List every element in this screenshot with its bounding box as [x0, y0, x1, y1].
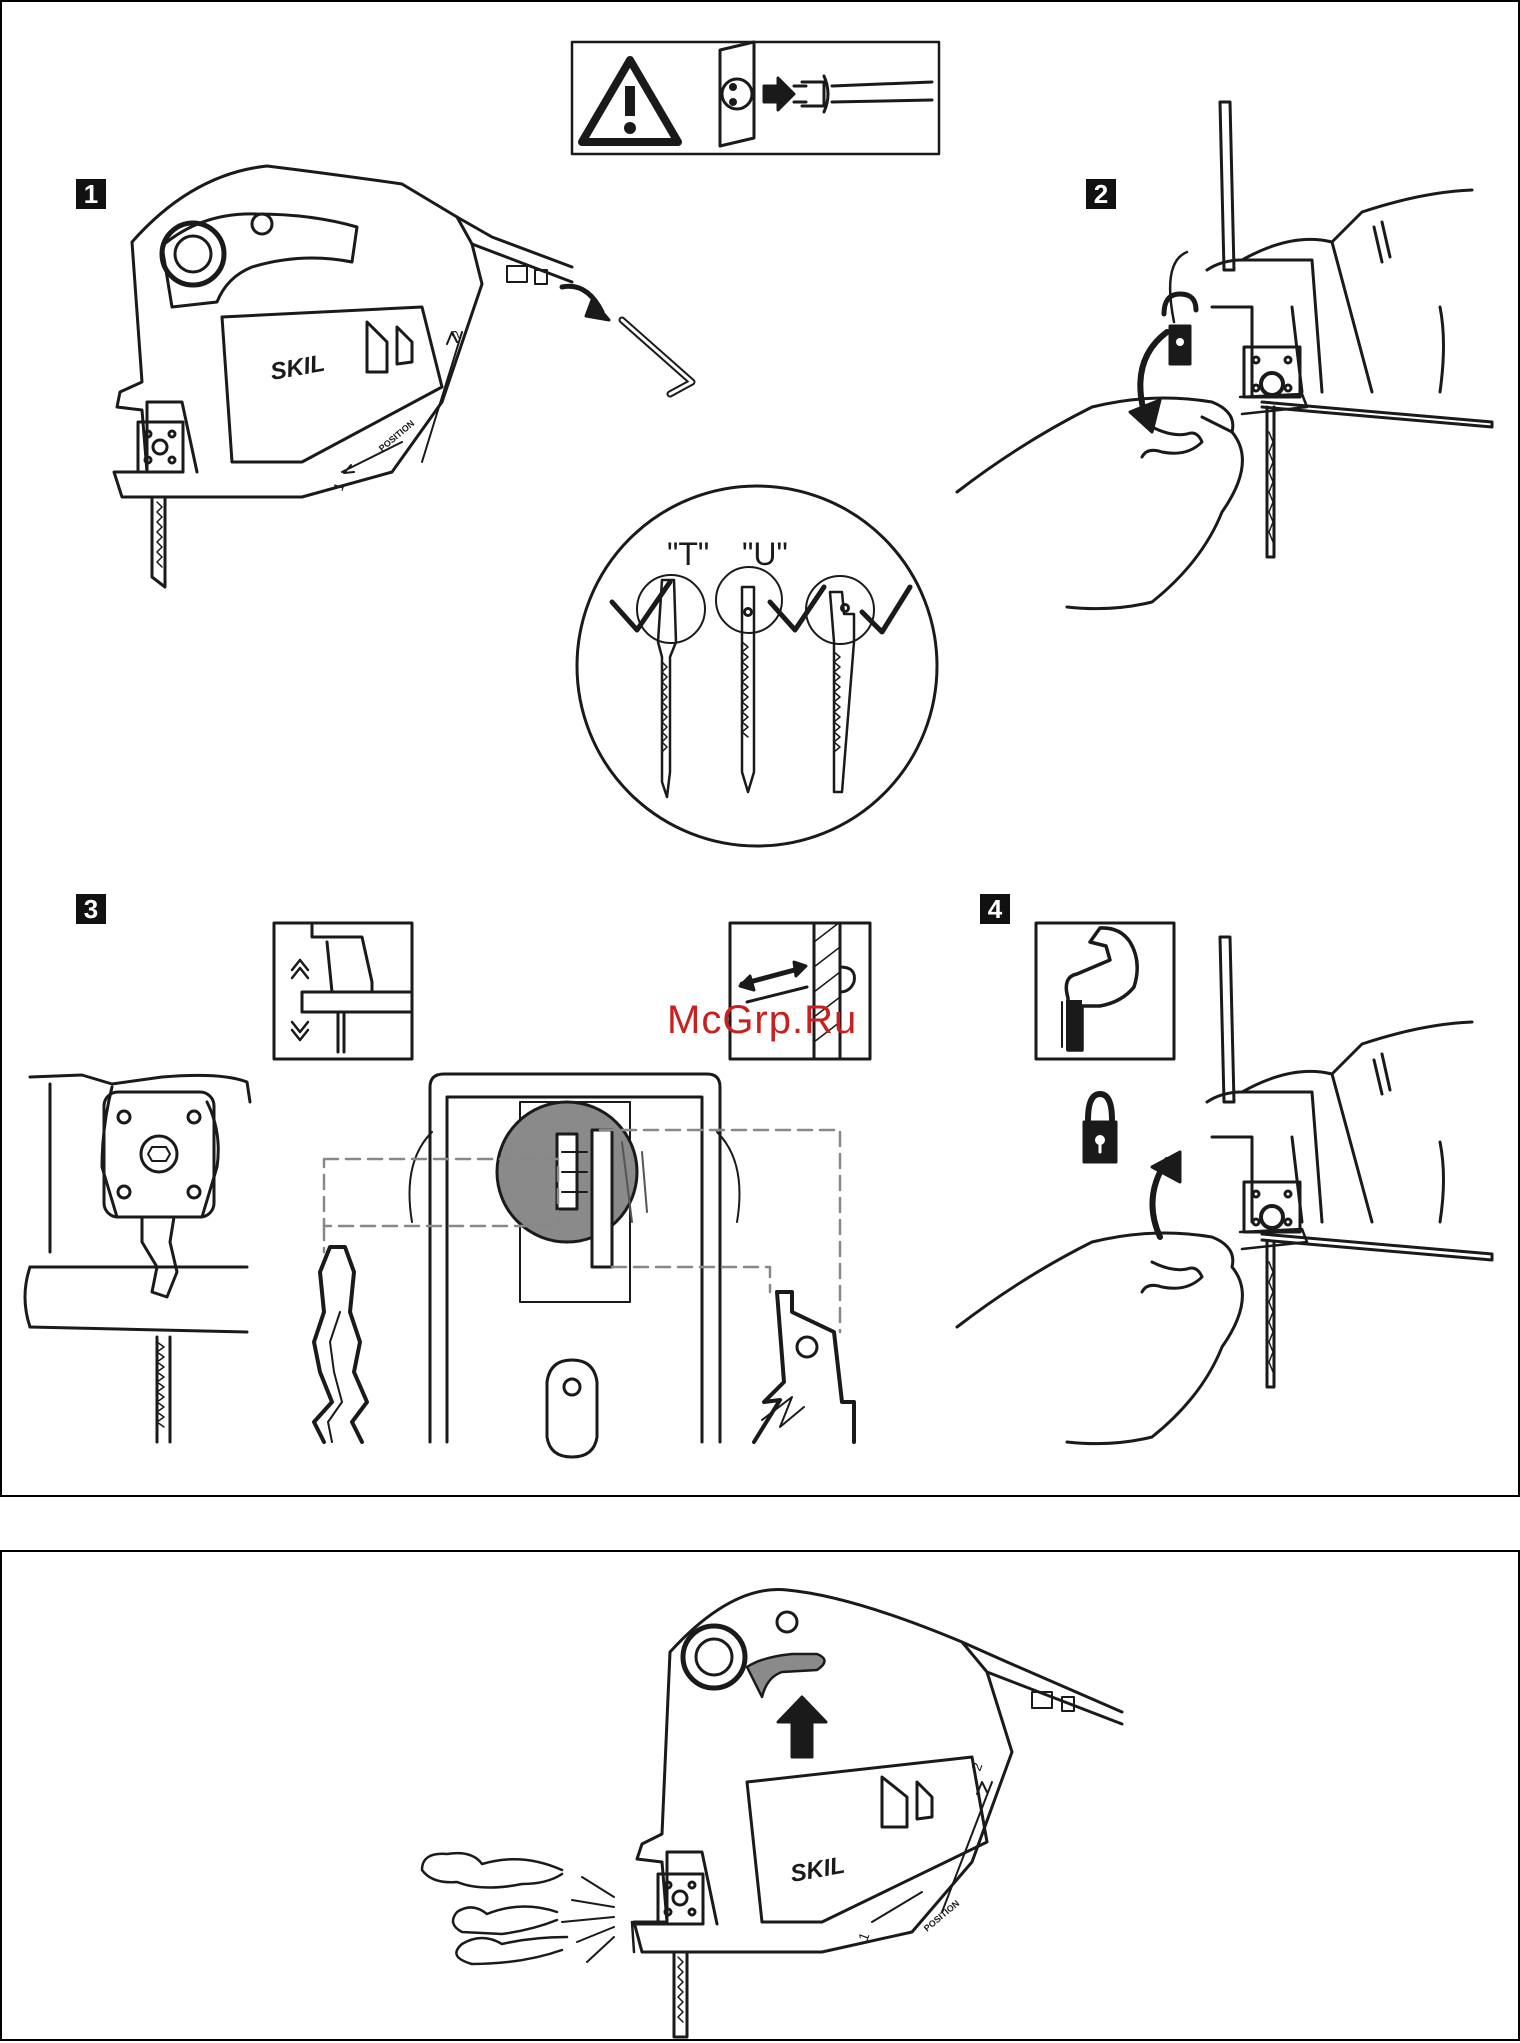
unlock-icon — [1164, 294, 1196, 364]
blade-types-circle: "T" "U" — [577, 486, 937, 846]
jigsaw-drawing-step1 — [114, 166, 692, 587]
jigsaw-drawing-step2 — [957, 102, 1492, 609]
scale-label-1-bottom: 1 — [855, 1930, 873, 1943]
unplug-icon — [720, 42, 932, 146]
instruction-panel-top: 1 2 3 4 — [0, 0, 1520, 1497]
brand-logo: SKIL — [268, 350, 327, 386]
unplug-warning-box — [572, 42, 939, 154]
lock-icon — [1084, 1094, 1116, 1162]
jigsaw-drawing-blower — [422, 1590, 1122, 2037]
blade-type-t-label: "T" — [667, 536, 709, 572]
blade-holder-zoom — [324, 1102, 840, 1332]
scale-label-2: 2 — [448, 328, 466, 341]
watermark: McGrp.Ru — [667, 998, 857, 1043]
scale-label-2-bottom: 2 — [968, 1760, 986, 1773]
instruction-illustrations: "T" "U" — [2, 2, 1520, 1499]
jigsaw-drawing-step4 — [957, 923, 1492, 1444]
instruction-panel-bottom: SKIL POSITION 1 2 — [0, 1550, 1520, 2041]
blade-clamp-closeup — [25, 1075, 250, 1442]
strength-arm-icon — [1036, 923, 1174, 1059]
stroke-speed-icon — [274, 923, 412, 1059]
brand-logo-bottom: SKIL — [788, 1852, 847, 1888]
warning-triangle-icon — [582, 60, 678, 142]
dust-blower-illustration: SKIL POSITION 1 2 — [2, 1552, 1520, 2043]
scale-label-1: 1 — [330, 480, 348, 493]
